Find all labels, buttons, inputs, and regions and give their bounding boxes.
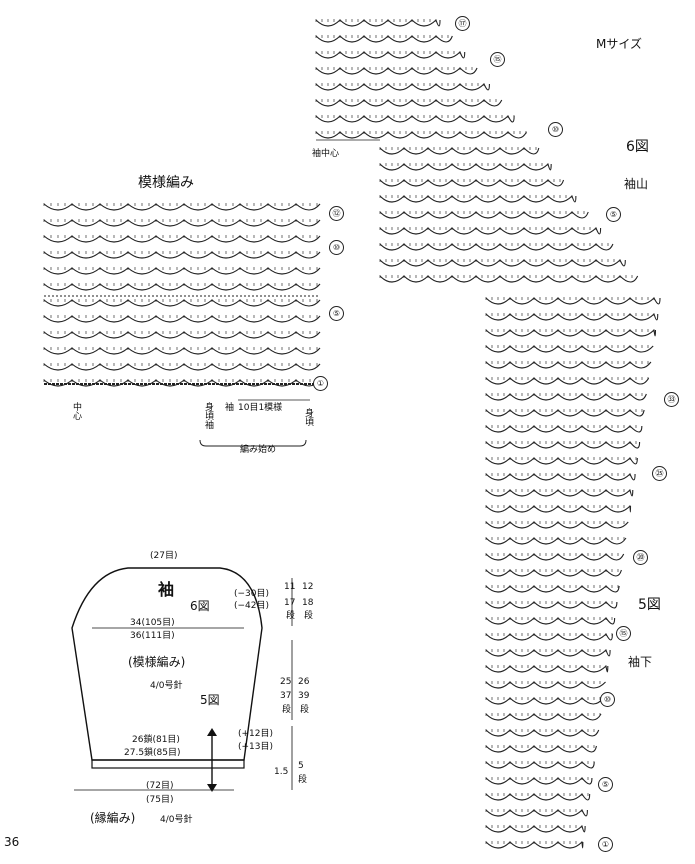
increase-l: (+13目) — [238, 742, 274, 752]
start-label: 編み始め — [240, 445, 277, 455]
sleeve-center-label: 袖中心 — [312, 149, 340, 159]
cap-rows-l: 12 — [302, 582, 314, 592]
fig5-label: 5図 — [638, 597, 661, 613]
under-marker-5: ⑤ — [598, 777, 613, 792]
edge-rows-unit: 段 — [298, 775, 308, 785]
sleeve-label: 袖 — [223, 402, 233, 411]
width-l: 36(111目) — [130, 631, 175, 641]
cap-marker-15: ⑮ — [490, 52, 505, 67]
decrease-l: (−42目) — [234, 601, 270, 611]
row-marker-10: ⑩ — [329, 240, 344, 255]
schematic-fig5: 5図 — [200, 693, 220, 707]
page-number: 36 — [4, 835, 20, 849]
under-marker-1: ① — [598, 837, 613, 852]
body-rows-unit2: 段 — [300, 705, 310, 715]
cap-rows-l2: 18 — [302, 598, 314, 608]
sleeve-cap-label: 袖山 — [624, 177, 649, 191]
sleeve-under-label: 袖下 — [628, 655, 653, 669]
cap-marker-17: ⑰ — [455, 16, 470, 31]
under-marker-25: ㉕ — [652, 466, 667, 481]
needle-label: 4/0号針 — [150, 681, 183, 691]
cap-rows-m: 11 — [284, 582, 296, 592]
row-marker-5: ⑤ — [329, 306, 344, 321]
body-rows-m: 25 — [280, 677, 292, 687]
under-marker-20: ⑳ — [633, 550, 648, 565]
under-marker-10: ⑩ — [600, 692, 615, 707]
schematic-fig6: 6図 — [190, 599, 210, 613]
row-marker-12: ⑫ — [329, 206, 344, 221]
body-label: 身頃 — [303, 408, 313, 426]
under-marker-15: ⑮ — [616, 626, 631, 641]
pattern-label: (模様編み) — [128, 655, 186, 669]
cap-rows-unit2: 段 — [304, 611, 314, 621]
size-label: Mサイズ — [596, 37, 642, 51]
fig6-label: 6図 — [626, 139, 649, 155]
cuff-m: 26鎖(81目) — [132, 735, 180, 745]
width-m: 34(105目) — [130, 618, 175, 628]
row-marker-1: ① — [313, 376, 328, 391]
increase-m: (+12目) — [238, 729, 274, 739]
body-sleeve-label: 身頃袖 — [203, 402, 213, 429]
bottom-l: (75目) — [146, 795, 174, 805]
schematic-title: 袖 — [158, 580, 175, 599]
pattern-chart-title: 模様編み — [138, 175, 194, 191]
bottom-m: (72目) — [146, 781, 174, 791]
edging-needle: 4/0号針 — [160, 815, 193, 825]
body-rows-l2: 39 — [298, 691, 310, 701]
cap-rows-m2: 17 — [284, 598, 296, 608]
edge-height: 1.5 — [274, 767, 289, 777]
edge-rows: 5 — [298, 761, 304, 771]
body-rows-l: 26 — [298, 677, 310, 687]
cuff-l: 27.5鎖(85目) — [124, 748, 181, 758]
top-stitch-count: (27目) — [150, 551, 178, 561]
under-marker-33: ㉝ — [664, 392, 679, 407]
edging-label: (縁編み) — [90, 811, 136, 825]
repeat-label: 10目1模様 — [238, 403, 283, 413]
body-rows-m2: 37 — [280, 691, 292, 701]
body-rows-unit: 段 — [282, 705, 292, 715]
cap-rows-unit: 段 — [286, 611, 296, 621]
decrease-m: (−30目) — [234, 589, 270, 599]
cap-marker-5: ⑤ — [606, 207, 621, 222]
cap-marker-10: ⑩ — [548, 122, 563, 137]
center-label: 中心 — [71, 402, 81, 420]
